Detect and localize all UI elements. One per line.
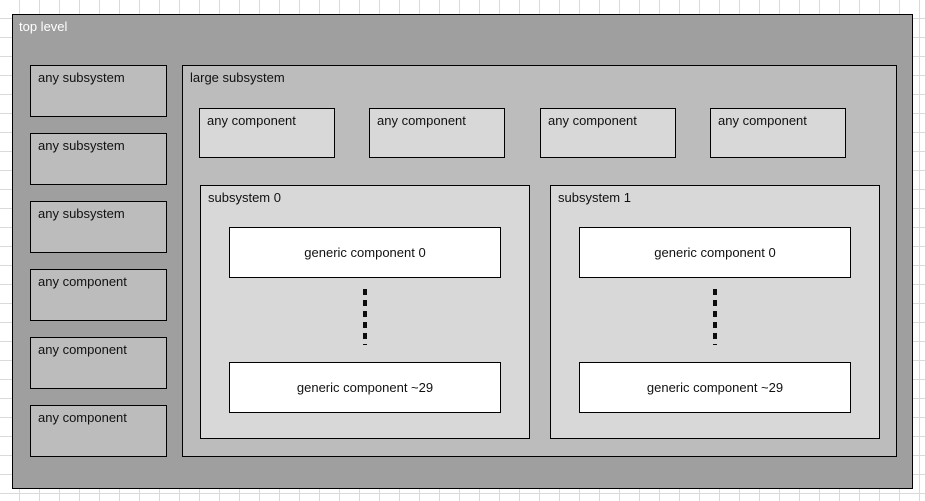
subsystem-0-group[interactable]: subsystem 0 generic component 0 generic … xyxy=(200,185,530,439)
subsystem-0-label: subsystem 0 xyxy=(208,190,281,205)
any-component-label: any component xyxy=(38,410,127,425)
generic-component-last-box[interactable]: generic component ~29 xyxy=(579,362,851,413)
any-component-box[interactable]: any component xyxy=(710,108,846,158)
generic-component-first-box[interactable]: generic component 0 xyxy=(579,227,851,278)
generic-component-first-label: generic component 0 xyxy=(654,245,776,260)
any-component-box[interactable]: any component xyxy=(199,108,335,158)
any-component-box[interactable]: any component xyxy=(30,269,167,321)
generic-component-last-label: generic component ~29 xyxy=(296,380,434,395)
vertical-ellipsis-icon xyxy=(363,289,367,345)
any-subsystem-label: any subsystem xyxy=(38,70,125,85)
large-subsystem-label: large subsystem xyxy=(190,70,285,85)
any-component-label: any component xyxy=(718,113,807,128)
generic-component-last-label: generic component ~29 xyxy=(646,380,784,395)
any-component-box[interactable]: any component xyxy=(30,405,167,457)
any-component-label: any component xyxy=(38,342,127,357)
any-component-label: any component xyxy=(38,274,127,289)
generic-component-last-box[interactable]: generic component ~29 xyxy=(229,362,501,413)
any-component-label: any component xyxy=(207,113,296,128)
generic-component-first-box[interactable]: generic component 0 xyxy=(229,227,501,278)
any-component-label: any component xyxy=(377,113,466,128)
subsystem-1-group[interactable]: subsystem 1 generic component 0 generic … xyxy=(550,185,880,439)
top-level-label: top level xyxy=(19,19,68,34)
any-component-box[interactable]: any component xyxy=(369,108,505,158)
any-subsystem-box[interactable]: any subsystem xyxy=(30,65,167,117)
any-subsystem-box[interactable]: any subsystem xyxy=(30,133,167,185)
generic-component-first-label: generic component 0 xyxy=(304,245,426,260)
subsystem-1-label: subsystem 1 xyxy=(558,190,631,205)
vertical-ellipsis-icon xyxy=(713,289,717,345)
large-subsystem-group[interactable]: large subsystem any component any compon… xyxy=(182,65,897,457)
any-subsystem-box[interactable]: any subsystem xyxy=(30,201,167,253)
any-component-label: any component xyxy=(548,113,637,128)
any-component-box[interactable]: any component xyxy=(30,337,167,389)
top-level-group[interactable]: top level any subsystem any subsystem an… xyxy=(12,14,913,489)
any-component-box[interactable]: any component xyxy=(540,108,676,158)
any-subsystem-label: any subsystem xyxy=(38,206,125,221)
any-subsystem-label: any subsystem xyxy=(38,138,125,153)
